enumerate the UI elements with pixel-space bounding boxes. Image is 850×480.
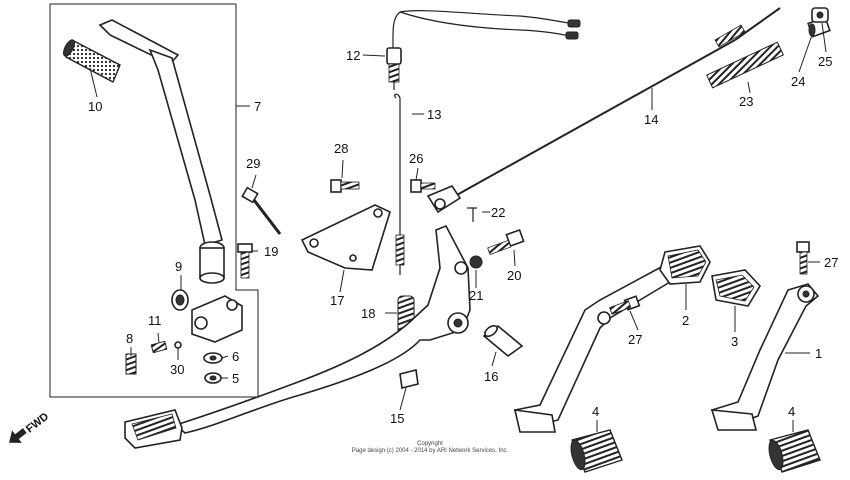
gear-change-arm — [710, 283, 820, 432]
callout-16: 16 — [484, 369, 498, 384]
callout-17: 17 — [330, 293, 344, 308]
callout-23: 23 — [739, 94, 753, 109]
spring-11 — [150, 340, 168, 354]
callout-24: 24 — [791, 74, 805, 89]
callout-4-right: 4 — [788, 404, 795, 419]
fwd-arrow: FWD — [9, 411, 51, 443]
brake-rod — [426, 7, 781, 214]
bolt-20 — [487, 228, 525, 256]
copyright-notice: Copyright Page design (c) 2004 - 2014 by… — [330, 441, 530, 455]
callout-27-lower: 27 — [628, 332, 642, 347]
gear-change-pedal — [513, 245, 711, 433]
copyright-line1: Copyright — [417, 441, 443, 447]
bolt-27-lower — [609, 295, 641, 315]
callout-7: 7 — [254, 99, 261, 114]
callout-27-right: 27 — [824, 255, 838, 270]
footpeg-rubber-right — [768, 429, 821, 473]
adjusting-nut — [811, 7, 829, 23]
callout-19: 19 — [264, 244, 278, 259]
callout-28: 28 — [334, 141, 348, 156]
brake-rod-spring — [706, 41, 784, 89]
spring-8 — [125, 353, 137, 375]
callout-14: 14 — [644, 112, 658, 127]
brake-switch — [386, 10, 581, 90]
footpeg-rubber-left — [570, 429, 623, 473]
collar-part — [171, 289, 189, 311]
bolt-19 — [237, 243, 253, 279]
callout-3: 3 — [731, 334, 738, 349]
callout-13: 13 — [427, 107, 441, 122]
bracket-plate — [300, 204, 391, 271]
callout-2: 2 — [682, 313, 689, 328]
callout-15: 15 — [390, 411, 404, 426]
callout-4-left: 4 — [592, 404, 599, 419]
callout-30: 30 — [170, 362, 184, 377]
bolt-29 — [241, 186, 282, 235]
kick-starter-arm — [98, 19, 225, 284]
callout-25: 25 — [818, 54, 832, 69]
kick-grip — [62, 39, 121, 83]
callout-12: 12 — [346, 48, 360, 63]
brake-pedal — [124, 224, 471, 449]
callout-8: 8 — [126, 331, 133, 346]
copyright-line2: Page design (c) 2004 - 2014 by ARI Netwo… — [351, 448, 509, 454]
callout-20: 20 — [507, 268, 521, 283]
switch-spring — [394, 93, 405, 275]
bolt-27-upper — [796, 241, 810, 275]
bolt-28 — [330, 179, 360, 193]
callout-6: 6 — [232, 349, 239, 364]
callout-9: 9 — [175, 259, 182, 274]
bolt-26 — [410, 179, 436, 193]
callout-11: 11 — [148, 313, 162, 328]
callout-26: 26 — [409, 151, 423, 166]
callout-5: 5 — [232, 371, 239, 386]
leader-lines — [89, 22, 827, 432]
pin-22 — [467, 207, 477, 222]
callout-22: 22 — [491, 205, 505, 220]
group-bracket — [49, 3, 259, 398]
ball-30 — [174, 341, 182, 349]
washer-5 — [204, 372, 222, 384]
collar-16 — [482, 324, 524, 358]
spindle-block — [191, 295, 243, 343]
callout-labels: 1 2 3 4 4 5 6 7 8 9 10 11 12 13 14 15 16… — [88, 48, 838, 426]
fwd-label: FWD — [24, 411, 51, 436]
callout-21: 21 — [469, 288, 483, 303]
callout-1: 1 — [815, 346, 822, 361]
callout-29: 29 — [246, 156, 260, 171]
nut-21 — [469, 255, 483, 269]
callout-18: 18 — [361, 306, 375, 321]
washer-6 — [203, 352, 223, 364]
pedal-rubber — [711, 269, 761, 307]
callout-10: 10 — [88, 99, 102, 114]
